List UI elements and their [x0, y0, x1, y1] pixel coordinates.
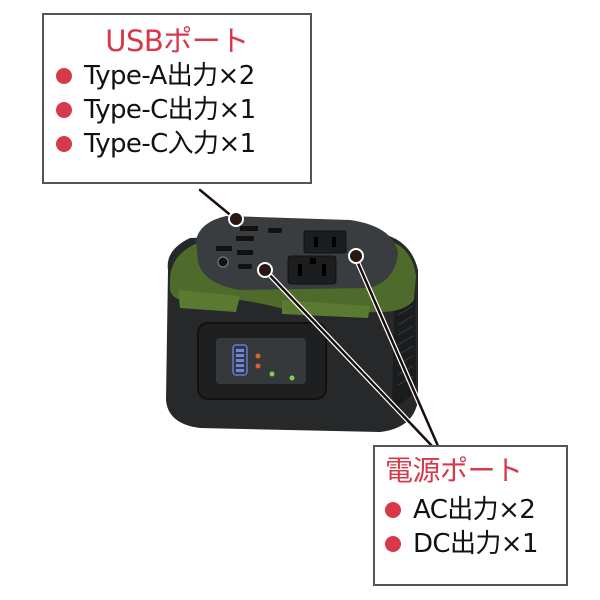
dc-port [217, 256, 229, 268]
usb-list-item: Type-C入力×1 [44, 127, 310, 161]
battery-indicator [232, 344, 248, 376]
power-leader-line-2 [352, 252, 440, 448]
power-list-item: AC出力×2 [375, 493, 566, 527]
power-port-callout: 電源ポート AC出力×2 DC出力×1 [373, 445, 568, 586]
usb-list-item: Type-C出力×1 [44, 93, 310, 127]
dc-marker-dot [348, 248, 364, 264]
usb-port-callout: USBポート Type-A出力×2 Type-C出力×1 Type-C入力×1 [42, 13, 312, 184]
usb-port [240, 226, 258, 231]
usb-marker-dot [228, 211, 244, 227]
bullet-dot-icon [385, 536, 401, 552]
ac-marker-dot [257, 262, 273, 278]
usb-item-label: Type-C入力×1 [84, 129, 256, 159]
ac-outlet-2 [287, 255, 337, 285]
usb-leader-line [198, 188, 236, 220]
power-item-label: AC出力×2 [413, 495, 536, 525]
ac-outlet-1 [303, 230, 347, 254]
power-list-item: DC出力×1 [375, 527, 566, 561]
bullet-dot-icon [56, 136, 72, 152]
power-leader-line-1 [263, 268, 434, 448]
usb-callout-title: USBポート [105, 24, 249, 58]
bullet-dot-icon [385, 502, 401, 518]
bullet-dot-icon [56, 102, 72, 118]
usb-list-item: Type-A出力×2 [44, 59, 310, 93]
bullet-dot-icon [56, 68, 72, 84]
top-panel [196, 216, 398, 290]
usb-item-label: Type-C出力×1 [84, 95, 256, 125]
power-callout-title: 電源ポート [385, 454, 523, 487]
power-item-label: DC出力×1 [413, 529, 539, 559]
usb-item-label: Type-A出力×2 [84, 61, 255, 91]
